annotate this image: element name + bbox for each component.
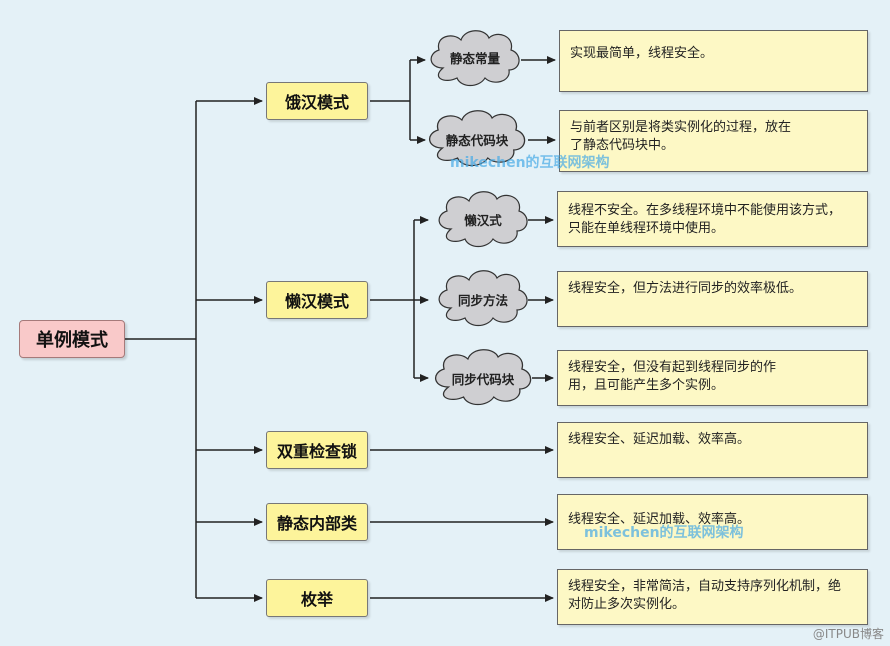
note-line: 了静态代码块中。: [570, 138, 675, 153]
note-static-constant: 实现最简单，线程安全。: [559, 30, 868, 92]
note-connectors: [370, 56, 556, 602]
note-static-inner: 线程安全、延迟加载、效率高。: [557, 494, 868, 550]
watermark-top: mikechen的互联网架构: [450, 155, 610, 171]
note-sync-method: 线程安全，但方法进行同步的效率极低。: [557, 271, 868, 327]
lazy-connectors: [370, 216, 429, 382]
branch-enum: 枚举: [266, 579, 368, 617]
note-sync-block: 线程安全，但没有起到线程同步的作 用，且可能产生多个实例。: [557, 350, 868, 406]
note-line: 线程安全，但方法进行同步的效率极低。: [568, 281, 803, 296]
note-line: 线程安全，非常简洁，自动支持序列化机制，绝: [568, 579, 842, 594]
note-line: 线程安全、延迟加载、效率高。: [568, 432, 751, 447]
corner-watermark: @ITPUB博客: [812, 627, 884, 641]
root-node: 单例模式: [19, 320, 125, 358]
note-line: 线程安全、延迟加载、效率高。: [568, 512, 751, 527]
note-line: 线程不安全。在多线程环境中不能使用该方式，: [568, 203, 842, 218]
note-lazy: 线程不安全。在多线程环境中不能使用该方式， 只能在单线程环境中使用。: [557, 191, 868, 247]
note-line: 实现最简单，线程安全。: [570, 46, 714, 61]
branch-static-inner: 静态内部类: [266, 503, 368, 541]
note-line: 线程安全，但没有起到线程同步的作: [568, 360, 777, 375]
note-line: 与前者区别是将类实例化的过程，放在: [570, 120, 792, 135]
note-double-check: 线程安全、延迟加载、效率高。: [557, 422, 868, 478]
root-connectors: [125, 97, 263, 602]
branch-hungry: 饿汉模式: [266, 82, 368, 120]
cloud-static-constant: 静态常量: [449, 50, 500, 66]
cloud-sync-block: 同步代码块: [451, 371, 515, 387]
watermark-bottom: mikechen的互联网架构: [584, 525, 744, 541]
cloud-lazy: 懒汉式: [464, 212, 502, 228]
branch-double-check: 双重检查锁: [266, 431, 368, 469]
note-enum: 线程安全，非常简洁，自动支持序列化机制，绝 对防止多次实例化。: [557, 569, 868, 625]
note-line: 只能在单线程环境中使用。: [568, 221, 725, 236]
note-line: 对防止多次实例化。: [568, 597, 686, 612]
branch-lazy: 懒汉模式: [266, 281, 368, 319]
hungry-connectors: [370, 56, 426, 144]
cloud-sync-method: 同步方法: [457, 292, 508, 308]
note-line: 用，且可能产生多个实例。: [568, 378, 725, 393]
cloud-static-block: 静态代码块: [445, 132, 509, 148]
note-static-block: 与前者区别是将类实例化的过程，放在 了静态代码块中。: [559, 110, 868, 172]
